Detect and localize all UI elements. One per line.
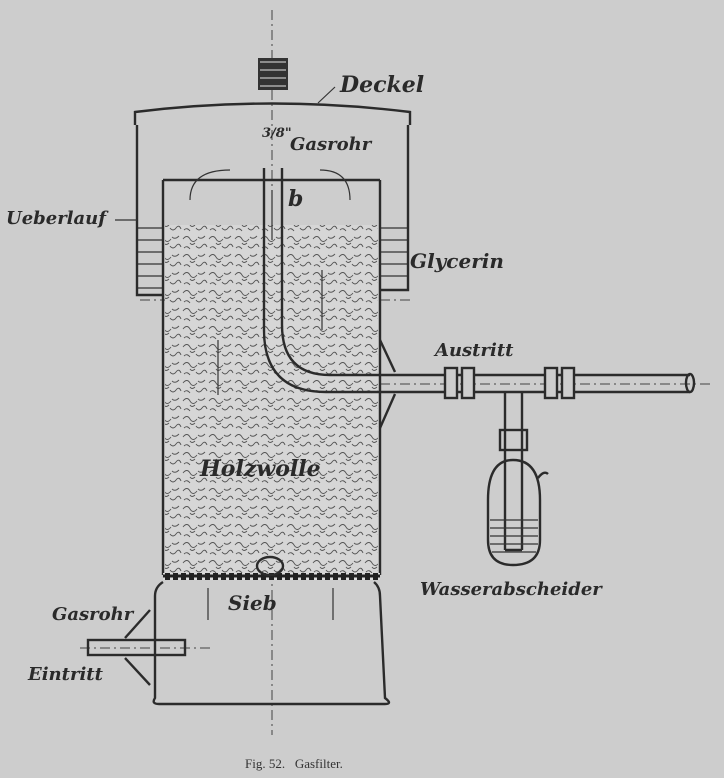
outer-tank-left bbox=[135, 125, 163, 297]
label-austritt: Austritt bbox=[433, 340, 514, 361]
glycerin-liquid bbox=[137, 227, 408, 289]
inlet-pipe bbox=[86, 638, 187, 657]
sieve bbox=[163, 573, 380, 580]
flow-arrows bbox=[189, 169, 351, 620]
drain-plug bbox=[255, 555, 285, 577]
label-pipe-size: 3/8" bbox=[262, 126, 292, 141]
lid bbox=[133, 102, 412, 125]
inlet-brace bbox=[124, 609, 151, 686]
lid-cap bbox=[258, 58, 288, 90]
label-gasrohr-bottom: Gasrohr bbox=[52, 604, 135, 625]
label-gasrohr-top: Gasrohr bbox=[290, 134, 373, 155]
gas-pipe-inner bbox=[280, 168, 690, 377]
label-sieb: Sieb bbox=[228, 591, 277, 615]
outlet-brace bbox=[378, 339, 397, 429]
label-wasserabscheider: Wasserabscheider bbox=[420, 579, 603, 600]
separator-pipe bbox=[503, 392, 524, 552]
outer-tank-right bbox=[380, 125, 410, 292]
label-eintritt: Eintritt bbox=[27, 664, 104, 685]
water-separator-vessel bbox=[486, 458, 542, 567]
figure-caption: Fig. 52. Gasfilter. bbox=[245, 756, 343, 771]
label-deckel: Deckel bbox=[339, 72, 424, 98]
lower-chamber bbox=[152, 580, 391, 706]
label-holzwolle: Holzwolle bbox=[199, 456, 321, 482]
gas-pipe-outer bbox=[262, 168, 690, 394]
label-glycerin: Glycerin bbox=[410, 249, 504, 273]
pipe-flanges bbox=[443, 366, 576, 400]
filter-body bbox=[161, 178, 382, 575]
label-ueberlauf: Ueberlauf bbox=[6, 208, 109, 229]
label-b: b bbox=[288, 186, 303, 212]
wood-wool-fill bbox=[165, 225, 378, 573]
